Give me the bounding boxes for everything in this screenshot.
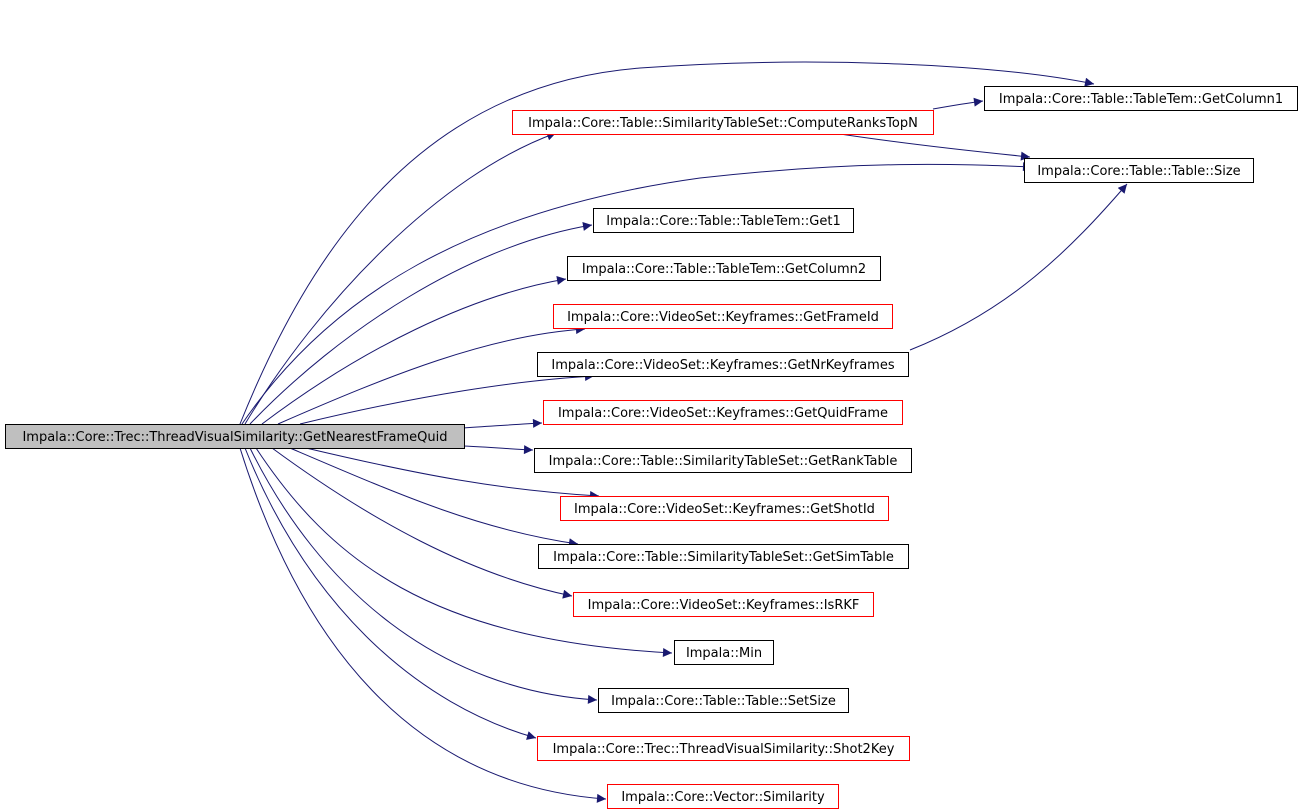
setsize-node-label: Impala::Core::Table::Table::SetSize [611,694,836,709]
similarity-node-box [607,784,839,809]
edge-computeranks-to-getcolumn1 [932,97,984,110]
get1-node-label: Impala::Core::Table::TableTem::Get1 [606,214,841,229]
edge-computeranks-to-tablesize [839,133,1031,161]
callee-node-getsimtable[interactable]: Impala::Core::Table::SimilarityTableSet:… [538,544,909,569]
shot2key-node-label: Impala::Core::Trec::ThreadVisualSimilari… [553,742,895,757]
edge-root-to-getsimtable [289,447,579,548]
getsimtable-node-box [538,544,909,569]
getranktable-node-label: Impala::Core::Table::SimilarityTableSet:… [549,454,898,469]
edge-root-to-getcolumn1 [239,61,1095,425]
edge-root-to-min [255,447,673,658]
getshotid-node-label: Impala::Core::VideoSet::Keyframes::GetSh… [574,502,875,517]
getranktable-node-box [534,448,912,473]
callee-node-getcolumn2[interactable]: Impala::Core::Table::TableTem::GetColumn… [567,256,881,281]
root-node-label: Impala::Core::Trec::ThreadVisualSimilari… [22,430,447,445]
edge-root-to-getframeid [277,325,586,425]
isrkf-node-box [573,592,874,617]
getcolumn1-node-label: Impala::Core::Table::TableTem::GetColumn… [999,92,1283,107]
tablesize-node-box [1024,158,1254,183]
getcolumn2-node-box [567,256,881,281]
min-node-label: Impala::Min [686,646,762,661]
callee-node-get1[interactable]: Impala::Core::Table::TableTem::Get1 [593,208,854,233]
edge-root-to-similarity [239,447,607,803]
callee-node-similarity[interactable]: Impala::Core::Vector::Similarity [607,784,839,809]
min-node-box [674,640,774,665]
getquidframe-node-box [543,400,903,425]
getnrkeyframes-node-box [537,352,909,377]
getcolumn1-node-box [984,86,1298,111]
root-node-box [5,424,465,449]
edge-root-to-get1 [249,222,593,425]
getframeid-node-box [553,304,893,329]
similarity-node-label: Impala::Core::Vector::Similarity [621,790,825,805]
callee-node-getshotid[interactable]: Impala::Core::VideoSet::Keyframes::GetSh… [560,496,889,521]
get1-node-box [593,208,854,233]
edge-root-to-getquidframe [462,418,543,429]
tablesize-node-label: Impala::Core::Table::Table::Size [1037,164,1240,179]
edge-getnrkeyframes-to-tablesize [909,183,1128,351]
edge-root-to-isrkf [271,447,573,599]
callee-node-computeranks[interactable]: Impala::Core::Table::SimilarityTableSet:… [512,110,934,135]
nodes-layer: Impala::Core::Trec::ThreadVisualSimilari… [5,86,1298,809]
callee-node-shot2key[interactable]: Impala::Core::Trec::ThreadVisualSimilari… [537,736,910,761]
edge-root-to-getnrkeyframes [299,371,595,425]
computeranks-node-box [512,110,934,135]
edge-root-to-shot2key [244,447,537,740]
edge-root-to-getshotid [305,447,600,500]
edge-root-to-tablesize [241,162,1033,425]
edge-root-to-setsize [249,447,598,704]
edge-root-to-getcolumn2 [261,276,567,425]
edge-root-to-computeranks [244,131,557,425]
callee-node-isrkf[interactable]: Impala::Core::VideoSet::Keyframes::IsRKF [573,592,874,617]
root-node[interactable]: Impala::Core::Trec::ThreadVisualSimilari… [5,424,465,449]
getshotid-node-box [560,496,889,521]
isrkf-node-label: Impala::Core::VideoSet::Keyframes::IsRKF [588,598,860,613]
callee-node-min[interactable]: Impala::Min [674,640,774,665]
callee-node-setsize[interactable]: Impala::Core::Table::Table::SetSize [598,688,849,713]
callee-node-getquidframe[interactable]: Impala::Core::VideoSet::Keyframes::GetQu… [543,400,903,425]
shot2key-node-box [537,736,910,761]
setsize-node-box [598,688,849,713]
callee-node-getnrkeyframes[interactable]: Impala::Core::VideoSet::Keyframes::GetNr… [537,352,909,377]
edge-root-to-getranktable [462,445,534,455]
edges-layer [239,61,1128,803]
getcolumn2-node-label: Impala::Core::Table::TableTem::GetColumn… [582,262,866,277]
callee-node-getcolumn1[interactable]: Impala::Core::Table::TableTem::GetColumn… [984,86,1298,111]
getnrkeyframes-node-label: Impala::Core::VideoSet::Keyframes::GetNr… [551,358,894,373]
getquidframe-node-label: Impala::Core::VideoSet::Keyframes::GetQu… [558,406,888,421]
callee-node-getframeid[interactable]: Impala::Core::VideoSet::Keyframes::GetFr… [553,304,893,329]
getsimtable-node-label: Impala::Core::Table::SimilarityTableSet:… [553,550,894,565]
getframeid-node-label: Impala::Core::VideoSet::Keyframes::GetFr… [567,310,879,325]
computeranks-node-label: Impala::Core::Table::SimilarityTableSet:… [528,116,918,131]
callee-node-tablesize[interactable]: Impala::Core::Table::Table::Size [1024,158,1254,183]
callee-node-getranktable[interactable]: Impala::Core::Table::SimilarityTableSet:… [534,448,912,473]
